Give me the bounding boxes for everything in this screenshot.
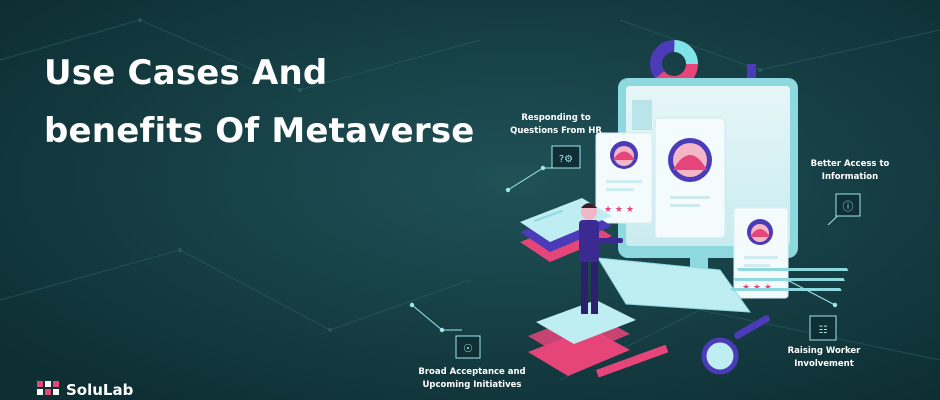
hr-question-icon: ?⚙ [551, 145, 581, 169]
label-raising-involvement: Raising Worker Involvement [764, 345, 884, 370]
label-raising-line-1: Raising Worker [787, 346, 861, 356]
brand-name: SoluLab [66, 381, 134, 399]
label-broad-acceptance: Broad Acceptance and Upcoming Initiative… [412, 366, 532, 391]
brand: SoluLab [36, 380, 133, 400]
title-line-1: Use Cases And [44, 53, 328, 93]
keyboard-graphic [597, 257, 849, 313]
books-bottom-graphic [528, 300, 636, 376]
label-hr-questions: Responding to Questions From HR [496, 112, 616, 137]
worker-involvement-icon: ☷ [809, 315, 837, 341]
label-access-line-1: Better Access to [810, 159, 890, 169]
label-broad-line-2: Upcoming Initiatives [422, 379, 522, 390]
svg-text:ⓘ: ⓘ [843, 200, 854, 213]
person-graphic [579, 203, 623, 314]
title-line-2: benefits Of Metaverse [44, 111, 475, 151]
profile-card-left: ★ ★ ★ [595, 132, 653, 224]
profile-card-right: ★ ★ ★ [733, 207, 789, 299]
svg-text:☷: ☷ [819, 325, 828, 336]
svg-text:?⚙: ?⚙ [559, 154, 573, 165]
label-broad-line-1: Broad Acceptance and [418, 367, 526, 377]
solulab-logo-icon [37, 381, 59, 395]
initiatives-icon: ☉ [455, 335, 481, 359]
magnifier-graphic [701, 315, 771, 375]
page-title: Use Cases And benefits Of Metaverse [44, 44, 475, 160]
svg-text:☉: ☉ [463, 342, 473, 355]
information-icon: ⓘ [835, 193, 861, 217]
label-raising-line-2: Involvement [794, 358, 854, 369]
pencil-graphic [596, 344, 669, 378]
svg-text:★ ★ ★: ★ ★ ★ [604, 205, 634, 215]
label-hr-line-1: Responding to [521, 113, 591, 123]
label-better-access: Better Access to Information [790, 158, 910, 183]
label-access-line-2: Information [821, 171, 879, 182]
label-hr-line-2: Questions From HR [510, 125, 602, 136]
